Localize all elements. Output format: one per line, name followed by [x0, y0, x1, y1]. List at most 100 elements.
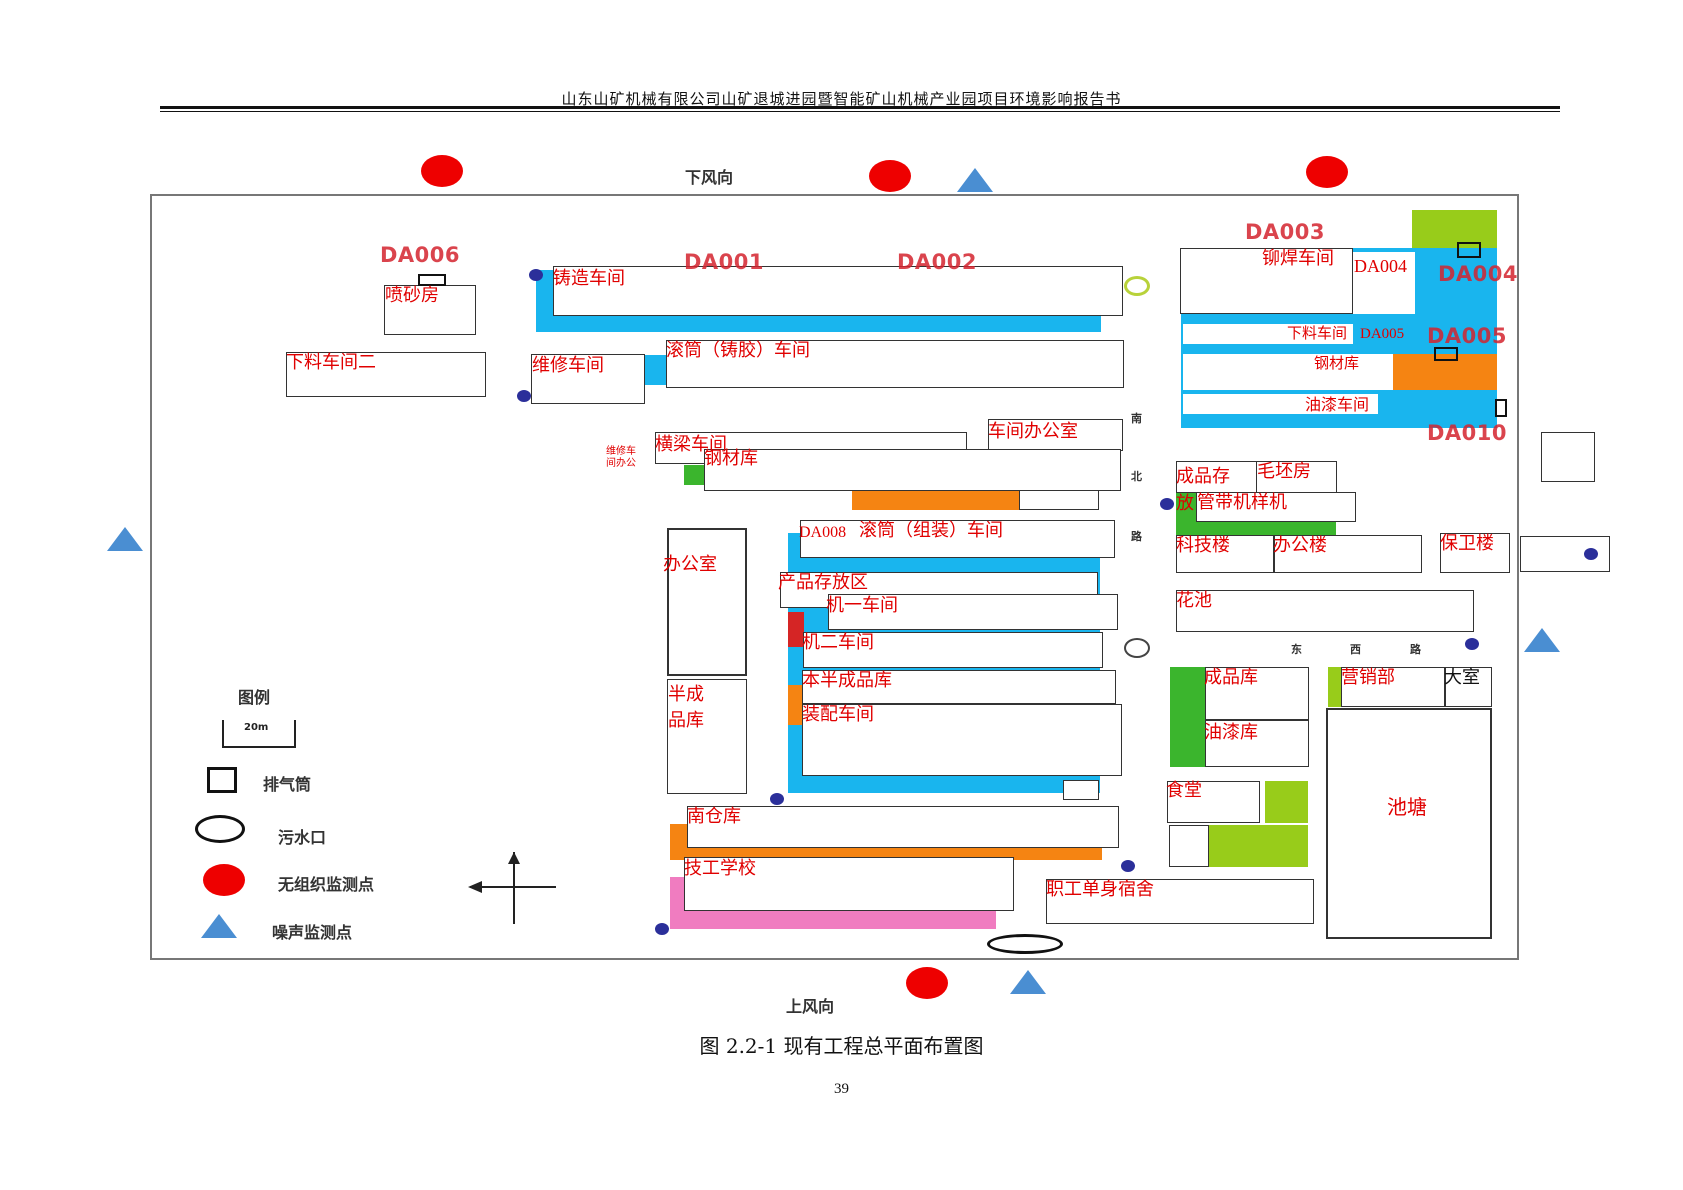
label-office-building: 办公楼 — [1273, 535, 1327, 556]
storage-strip — [788, 685, 803, 725]
overlay-steel — [1183, 354, 1393, 390]
label-flower-bed: 花池 — [1176, 590, 1212, 611]
label-semi-store: 半成品库 — [668, 684, 704, 732]
building-riveting-welding — [1180, 248, 1353, 314]
drain-icon — [1465, 638, 1479, 650]
drain-icon — [1160, 498, 1174, 510]
legend-sewage-icon — [195, 815, 245, 843]
lime-block — [1209, 825, 1308, 867]
building-office — [667, 528, 747, 676]
drain-icon — [1584, 548, 1598, 560]
overlay-paint — [1183, 394, 1378, 414]
upwind-label: 上风向 — [786, 997, 835, 1016]
label-tech-building: 科技楼 — [1176, 535, 1230, 556]
fugitive-monitor-point — [1306, 156, 1348, 188]
building-tech-school — [684, 857, 1014, 911]
fugitive-monitor-point — [906, 967, 948, 999]
noise-monitor-point — [957, 168, 993, 192]
compass-east-axis — [470, 886, 556, 888]
label-repair: 维修车间 — [532, 355, 604, 376]
drain-icon — [1121, 860, 1135, 872]
road-label-east: 东 — [1291, 643, 1302, 656]
building-repair — [531, 354, 645, 404]
building-small — [1063, 780, 1099, 800]
building-small — [1019, 490, 1099, 510]
lime-block — [1412, 210, 1497, 248]
label-sales: 营销部 — [1341, 667, 1395, 688]
compass-arrow-icon — [508, 852, 520, 864]
label-workshop-office: 车间办公室 — [988, 421, 1078, 442]
building-flower-bed — [1176, 590, 1474, 632]
building-dormitory — [1046, 879, 1314, 924]
building-south-warehouse — [687, 806, 1119, 848]
noise-monitor-point — [107, 527, 143, 551]
header-rule-thick — [160, 106, 1560, 109]
noise-monitor-point — [1524, 628, 1560, 652]
compass-north-axis — [513, 852, 515, 924]
label-office: 办公室 — [663, 554, 717, 575]
label-paint-store: 油漆库 — [1204, 722, 1258, 743]
red-block — [788, 612, 804, 647]
downwind-label: 下风向 — [685, 168, 734, 187]
lime-block — [1265, 781, 1308, 823]
overlay-label-da005: DA005 — [1360, 326, 1405, 342]
label-tech-school: 技工学校 — [684, 858, 756, 879]
compass-arrow-icon — [468, 881, 482, 893]
road-label-south: 南 — [1131, 412, 1142, 425]
scale-label: 20m — [244, 722, 269, 733]
stack-label-da010: DA010 — [1427, 421, 1508, 445]
label-pond: 池塘 — [1387, 795, 1427, 819]
manhole-icon — [1124, 276, 1150, 296]
label-south-warehouse: 南仓库 — [687, 806, 741, 827]
label-product-area: 产品存放区 — [778, 572, 868, 593]
stack-label-da004: DA004 — [1438, 262, 1519, 286]
stack-label-da003: DA003 — [1245, 220, 1326, 244]
label-blank-room: 毛坯房 — [1257, 461, 1311, 482]
label-repair-office: 维修车间办公 — [606, 446, 636, 469]
label-drum-casting: 滚筒（铸胶）车间 — [666, 340, 810, 361]
building-hall — [1445, 667, 1492, 707]
green-area — [1170, 667, 1206, 767]
noise-monitor-point — [1010, 970, 1046, 994]
building-assembly — [802, 704, 1122, 776]
legend-noise-icon — [201, 914, 237, 938]
legend-fugitive-label: 无组织监测点 — [278, 875, 375, 894]
exhaust-stack-icon — [1457, 242, 1481, 258]
label-steel-store: 钢材库 — [704, 448, 758, 469]
drain-icon — [517, 390, 531, 402]
label-machining-2: 机二车间 — [802, 632, 874, 653]
storage-fill — [852, 490, 1020, 510]
label-beam: 横梁车间 — [655, 434, 727, 455]
building-guard — [1440, 533, 1510, 573]
road-label-road: 路 — [1131, 530, 1142, 543]
building-cutting-2 — [286, 352, 486, 397]
building-semi-product-store — [802, 670, 1116, 704]
site-boundary — [150, 194, 1519, 960]
sewage-outlet — [987, 934, 1063, 954]
label-dormitory: 职工单身宿舍 — [1046, 879, 1154, 900]
outside-box — [1541, 432, 1595, 482]
stack-label-da002: DA002 — [897, 250, 978, 274]
building-office-tower — [1274, 535, 1422, 573]
label-hall: 大室 — [1444, 667, 1480, 688]
building-finished-goods — [1205, 667, 1309, 720]
label-semi-product-store: 本半成品库 — [802, 670, 892, 691]
building-belt-prototype — [1196, 492, 1356, 522]
legend-fugitive-icon — [203, 864, 245, 896]
label-canteen: 食堂 — [1166, 780, 1202, 801]
exhaust-stack-icon — [1434, 347, 1458, 361]
figure-caption: 图 2.2-1 现有工程总平面布置图 — [699, 1034, 984, 1058]
label-steel-store-right: 钢材库 — [1314, 354, 1360, 372]
overlay-da004 — [1353, 252, 1415, 314]
building-semi-store — [667, 679, 747, 794]
building-pond — [1326, 708, 1492, 939]
label-cutting: 下料车间 — [1287, 324, 1348, 342]
building-machining-2 — [803, 632, 1103, 668]
label-foundry: 铸造车间 — [553, 268, 625, 289]
legend-title: 图例 — [238, 688, 271, 707]
legend-noise-label: 噪声监测点 — [272, 923, 353, 942]
road-label-north: 北 — [1131, 470, 1142, 483]
overlay-label-da004: DA004 — [1354, 256, 1407, 276]
road-label-road-ew: 路 — [1410, 643, 1421, 656]
label-drum-assembly: 滚筒（组装）车间 — [859, 520, 1003, 541]
